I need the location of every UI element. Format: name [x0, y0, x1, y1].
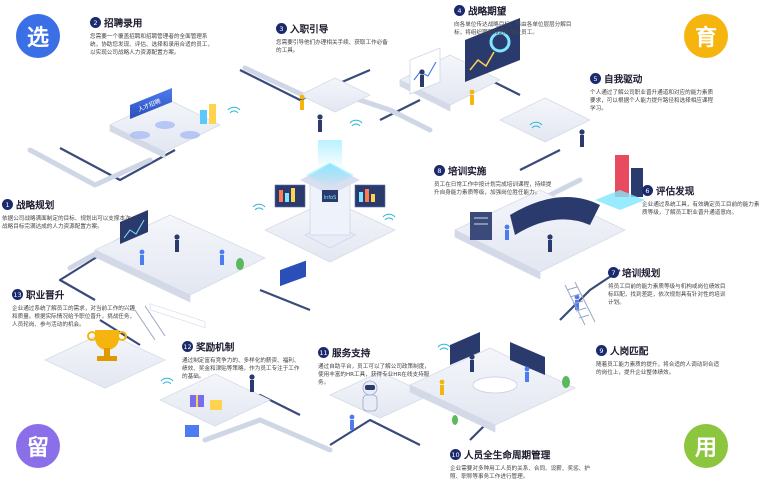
step-title: 人岗匹配 — [610, 346, 649, 358]
step-description: 通过自助平台，员工可以了解公司政策制度，使用丰富的HR工具，获得专业HR在线支持… — [318, 364, 430, 386]
step-number: 7 — [608, 267, 619, 278]
step-description: 随着员工能力素质的提升，将合适的人调动到合适的岗位上，提升企业整体绩效。 — [596, 362, 720, 376]
step-title: 自我驱动 — [604, 74, 643, 86]
corner-badge-select: 选 — [16, 14, 60, 58]
step-title: 入职引导 — [290, 24, 329, 36]
strategy-dashboard — [409, 18, 520, 95]
step-number: 4 — [454, 5, 465, 16]
step-title: 培训规划 — [622, 268, 661, 280]
central-hub: InfoS — [274, 140, 386, 249]
lifecycle-area — [450, 332, 545, 394]
step-title: 奖励机制 — [196, 342, 235, 354]
signal-icons — [160, 106, 543, 385]
step-number: 11 — [318, 347, 329, 358]
step-title: 招聘录用 — [104, 18, 143, 30]
step-title: 评估发现 — [656, 186, 695, 198]
corner-badge-retain: 留 — [16, 424, 60, 468]
step-number: 2 — [90, 17, 101, 28]
step-number: 9 — [596, 345, 607, 356]
step-description: 依据公司战略满面制定的目标、规划出可以支撑本次战略目标完满达成的人力资源配置方案… — [2, 216, 131, 230]
step-number: 3 — [276, 23, 287, 34]
hub-sign: InfoS — [324, 195, 337, 201]
corner-badge-develop: 育 — [684, 14, 728, 58]
step-title: 人员全生命周期管理 — [464, 450, 551, 462]
step-description: 通过制定富有竞争力的、多样化的薪资、福利、绩效、奖金和津贴等策略，作为员工专注于… — [182, 358, 300, 380]
people-figures — [139, 69, 585, 430]
step-number: 10 — [450, 449, 461, 460]
step-title: 培训实施 — [448, 166, 487, 178]
step-description: 员工在日常工作中按计划完成培训课程，持续提升自身能力素质等级，加强岗位胜任能力。 — [434, 182, 552, 196]
plant-decorations — [236, 258, 570, 425]
gift-boxes — [185, 260, 306, 437]
step-description: 将员工目前的能力素质等级与机构或岗位绩效目标匹配，找到差距，依次规划具有针对性的… — [608, 284, 726, 306]
step-description: 个人通过了解公司职业晋升通道和对应的能力素质要求，可以根据个人能力提升路径和选择… — [590, 90, 714, 112]
step-description: 企业需要对多种用工人员的关系、合同、设薪、奖惩、护照、职称等事务工作进行管理。 — [450, 466, 590, 480]
step-number: 1 — [2, 199, 13, 210]
step-number: 12 — [182, 341, 193, 352]
step-number: 5 — [590, 73, 601, 84]
evaluation-area — [470, 155, 645, 240]
stairs — [134, 281, 596, 341]
step-number: 13 — [12, 289, 23, 300]
step-title: 服务支持 — [332, 348, 371, 360]
step-description: 企业通过系统了解员工的需求，对当前工作的兴趣和质量。根据实际情况给予职位晋升，挑… — [12, 306, 136, 328]
step-description: 您需要引导他们办理相关手续、获取工作必备的工具。 — [276, 40, 388, 54]
step-title: 战略规划 — [16, 200, 55, 212]
trophy-icon — [87, 330, 127, 361]
planning-area — [120, 210, 206, 329]
step-number: 6 — [642, 185, 653, 196]
corner-badge-use: 用 — [684, 424, 728, 468]
step-number: 8 — [434, 165, 445, 176]
step-title: 职业晋升 — [26, 290, 65, 302]
step-title: 战略期望 — [468, 6, 507, 18]
step-description: 企业通过系统工具，有效确定员工目前的能力素质等级，了解员工职业晋升通道意向。 — [642, 202, 760, 216]
step-description: 您需要一个覆盖招聘和招聘管理者的全面管理系统，协助您发现、评估、选择和录用合适的… — [90, 34, 214, 56]
service-robot — [362, 380, 378, 412]
step-description: 向各单位传达战略目标，再由各单位层层分解目标，将组织期望传达给每位员工。 — [454, 22, 572, 36]
